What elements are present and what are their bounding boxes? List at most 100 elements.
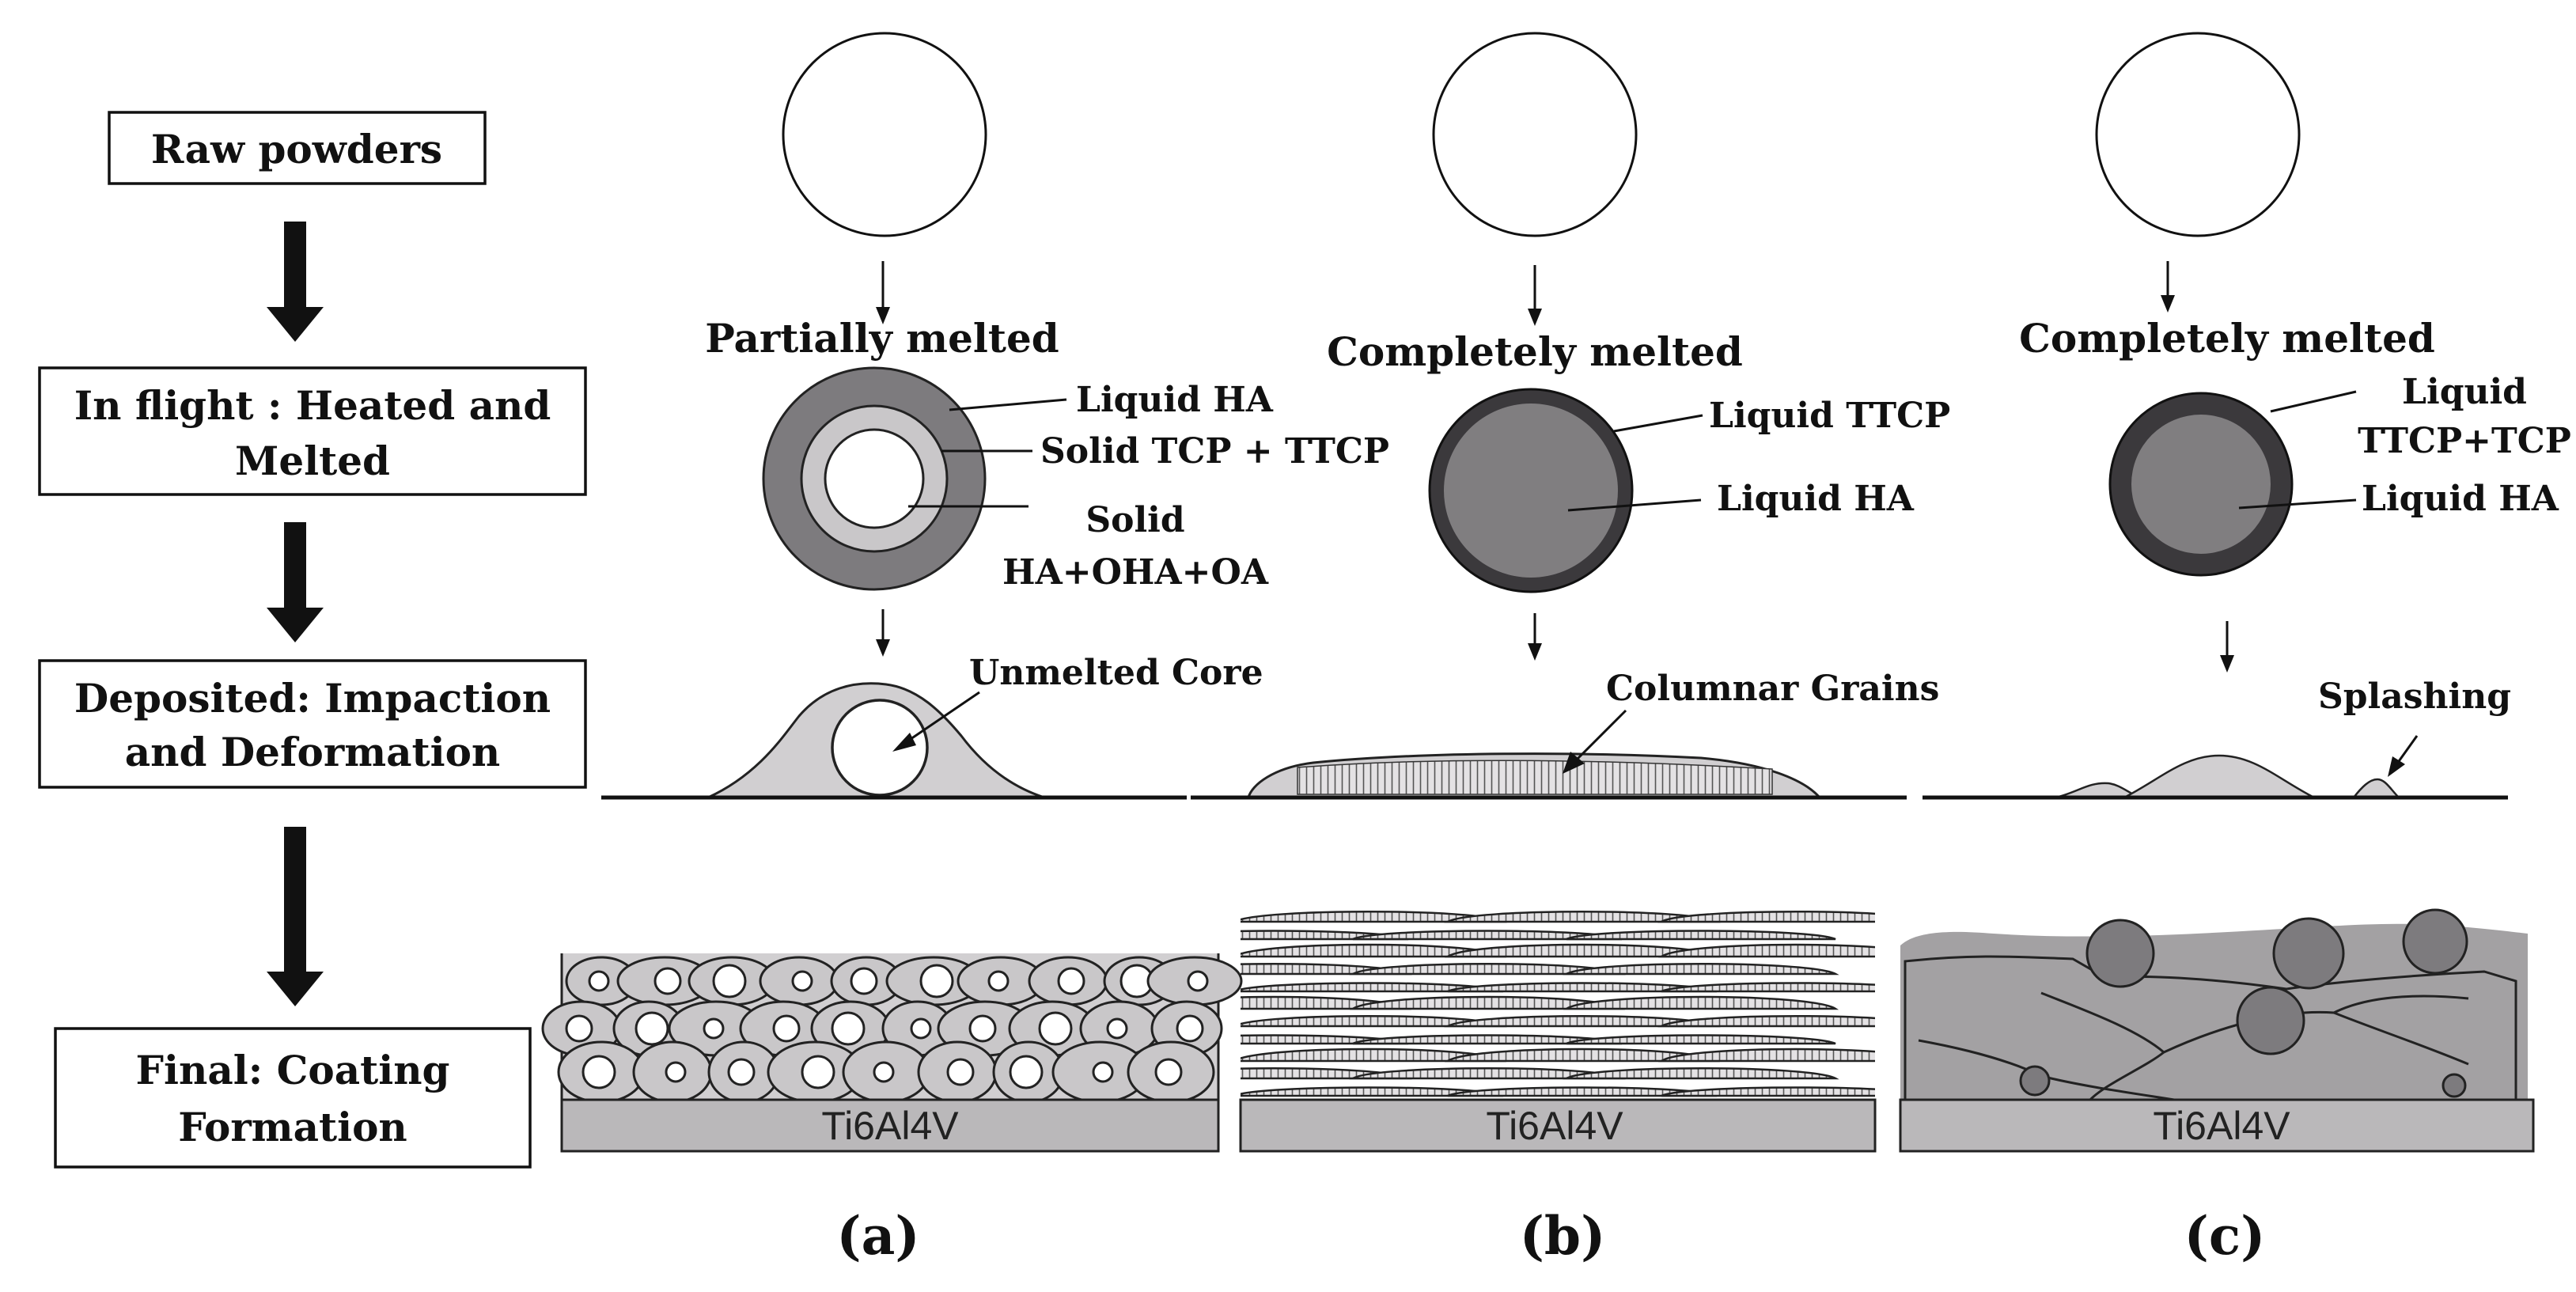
unmelted-core: [919, 964, 954, 998]
unmelted-particle: [2272, 917, 2345, 990]
in-flight-box: [38, 366, 587, 496]
columnar-lamella: [1657, 1048, 1875, 1063]
label-liquid-ttcp: Liquid TTCP: [1709, 396, 1950, 436]
substrate-a: [560, 1098, 1220, 1153]
unmelted-core: [1057, 967, 1085, 995]
label-unmelted-core: Unmelted Core: [969, 653, 1263, 693]
unmelted-core: [703, 1017, 725, 1040]
label-columnar-grains: Columnar Grains: [1606, 669, 1939, 709]
unmelted-core: [968, 1014, 997, 1043]
unmelted-core: [772, 1014, 801, 1043]
unmelted-core: [727, 1058, 756, 1086]
label-splashing: Splashing: [2318, 676, 2511, 717]
splash-splats: [2055, 754, 2402, 799]
unmelted-core: [635, 1011, 669, 1046]
final-label-line1: Final: Coating: [135, 1047, 449, 1093]
completely-melted-title-b: Completely melted: [1327, 328, 1743, 375]
unmelted-core: [1009, 1055, 1044, 1089]
columnar-lamella: [1566, 1034, 1836, 1045]
label-solid: Solid: [1085, 500, 1184, 540]
deposited-label-line1: Deposited: Impaction: [74, 675, 551, 722]
unmelted-particle: [2442, 1073, 2467, 1098]
unmelted-core: [653, 967, 682, 995]
columnar-lamella: [1657, 911, 1875, 923]
completely-melted-title-c: Completely melted: [2019, 315, 2435, 362]
raw-particle-a: [782, 32, 987, 237]
unmelted-particle: [2085, 919, 2155, 988]
label-liquid-ha-c: Liquid HA: [2362, 479, 2559, 519]
label-liquid-c: Liquid: [2402, 372, 2527, 412]
flow-arrow-3: [267, 827, 324, 1006]
unmelted-core: [588, 970, 610, 992]
columnar-lamella: [1563, 963, 1839, 976]
unmelted-core: [1038, 1011, 1073, 1046]
unmelted-particle: [2019, 1065, 2051, 1097]
unmelted-core: [1176, 1014, 1204, 1043]
columnar-lamella: [1563, 995, 1839, 1010]
coating-a: Ti6Al4V: [541, 953, 1243, 1153]
process-flow: Raw powders In flight : Heated and Melte…: [38, 111, 587, 1169]
unmelted-core: [581, 1055, 616, 1089]
label-solid-tcp-ttcp: Solid TCP + TTCP: [1040, 431, 1389, 472]
label-solid-phases: HA+OHA+OA: [1002, 552, 1269, 593]
columnar-lamella: [1566, 930, 1836, 941]
deposited-label-line2: and Deformation: [125, 729, 501, 775]
unmelted-core: [791, 970, 813, 992]
unmelted-core: [987, 970, 1010, 992]
unmelted-core: [1154, 1058, 1183, 1086]
arrow-b-2: [1528, 613, 1542, 661]
unmelted-core: [850, 967, 878, 995]
arrow-b-1: [1528, 265, 1542, 326]
coating-c: Ti6Al4V: [1899, 908, 2535, 1153]
unmelted-core: [801, 1055, 835, 1089]
substrate-b-label: Ti6Al4V: [1486, 1104, 1623, 1148]
arrow-a-1: [876, 261, 890, 324]
raw-powders-box: [108, 111, 487, 185]
unmelted-core: [665, 1061, 687, 1083]
in-flight-label-line2: Melted: [235, 438, 390, 484]
substrate-c-label: Ti6Al4V: [2153, 1104, 2290, 1148]
columnar-splat: [1247, 752, 1823, 799]
unmelted-core: [1092, 1061, 1114, 1083]
coating-a-grains: [541, 956, 1243, 1104]
arrow-c-2: [2220, 621, 2234, 673]
partially-melted-title: Partially melted: [705, 315, 1059, 362]
unmelted-core: [946, 1058, 975, 1086]
raw-powders-label: Raw powders: [151, 126, 442, 172]
caption-a: (a): [836, 1205, 919, 1267]
unmelted-core: [712, 964, 747, 998]
panel-b: Completely melted Liquid TTCP Liquid HA …: [1191, 32, 1950, 1267]
panel-a: Partially melted Liquid HA Solid TCP + T…: [541, 32, 1389, 1267]
arrow-c-1: [2161, 261, 2175, 313]
caption-b: (b): [1520, 1205, 1606, 1267]
unmelted-core: [565, 1014, 593, 1043]
substrate-b: [1239, 1098, 1877, 1153]
columnar-lamella: [1661, 982, 1875, 993]
partially-melted-particle: [762, 366, 987, 591]
unmelted-core: [831, 1011, 866, 1046]
final-label-line2: Formation: [178, 1104, 407, 1150]
flow-arrow-1: [267, 222, 324, 342]
columnar-lamella: [1563, 1067, 1839, 1080]
completely-melted-particle-c: [2108, 392, 2294, 577]
coating-c-unmelted-particles: [2019, 908, 2468, 1098]
unmelted-core: [910, 1017, 932, 1040]
label-liquid-phases-c: TTCP+TCP: [2358, 421, 2571, 461]
panel-c: Completely melted Liquid TTCP+TCP Liquid…: [1899, 32, 2571, 1267]
substrate-c: [1899, 1098, 2535, 1153]
in-flight-label-line1: In flight : Heated and: [74, 382, 551, 429]
substrate-a-label: Ti6Al4V: [821, 1104, 959, 1148]
columnar-lamella: [1661, 1086, 1875, 1097]
raw-particle-b: [1432, 32, 1638, 237]
coating-b-layers: [1241, 911, 1875, 1097]
coating-b: Ti6Al4V: [1239, 911, 1877, 1153]
unmelted-core: [1106, 1017, 1128, 1040]
columnar-lamella: [1657, 943, 1875, 958]
arrow-a-2: [876, 609, 890, 657]
unmelted-core: [873, 1061, 895, 1083]
unmelted-core: [1187, 970, 1209, 992]
unmelted-splat: [707, 682, 1045, 799]
final-box: [54, 1027, 532, 1169]
columnar-lamella: [1657, 1015, 1875, 1028]
